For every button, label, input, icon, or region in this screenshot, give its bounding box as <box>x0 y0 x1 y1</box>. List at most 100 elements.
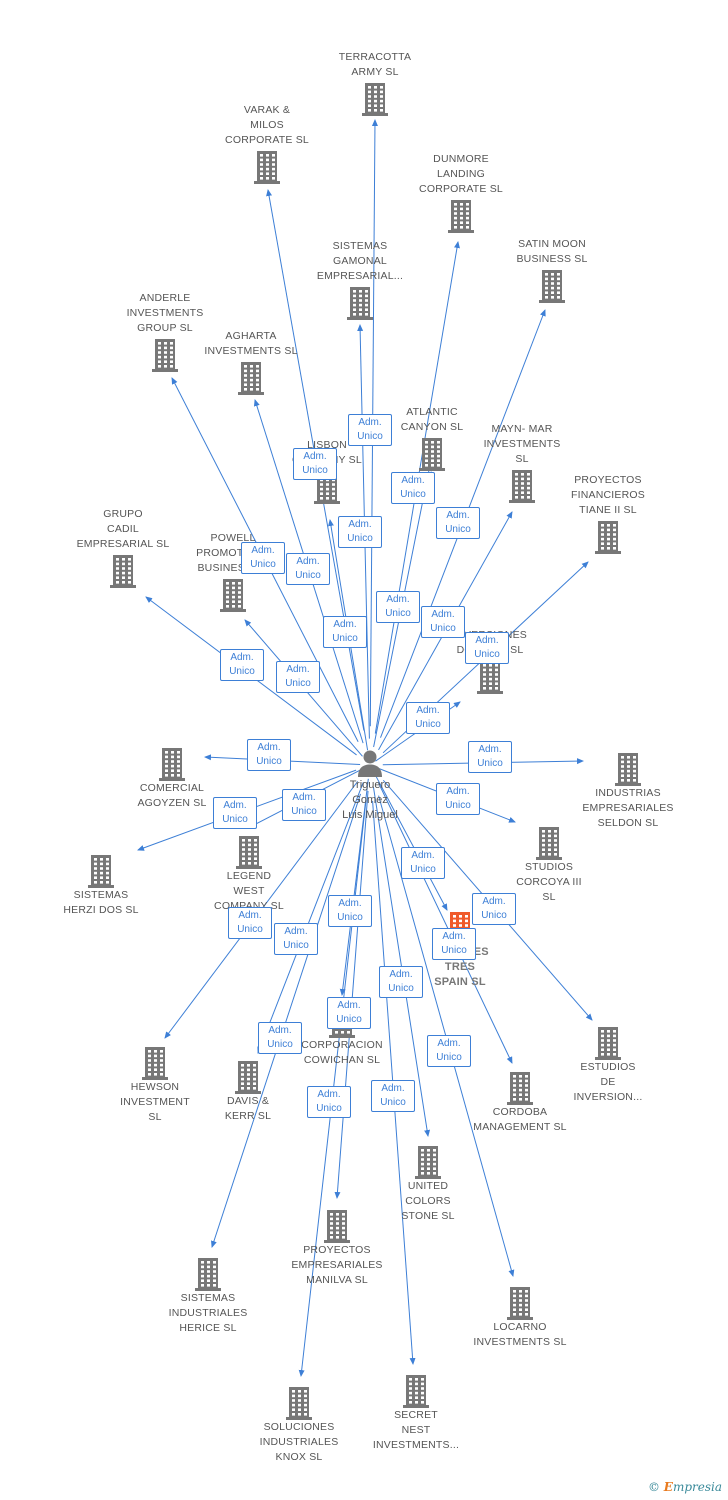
role-badge-powell[interactable]: Adm.Unico <box>276 661 320 693</box>
role-badge-atlantic[interactable]: Adm.Unico <box>376 591 420 623</box>
role-badge-anderle[interactable]: Adm.Unico <box>241 542 285 574</box>
building-icon <box>152 339 178 372</box>
role-badge-text: Adm. <box>482 896 506 907</box>
company-label-line: TRES <box>444 961 476 973</box>
role-badge-davis[interactable]: Adm.Unico <box>274 923 318 955</box>
building-icon <box>536 827 562 860</box>
role-badge-text: Adm. <box>358 417 382 428</box>
role-badge-text: Adm. <box>411 850 435 861</box>
role-badge-cadil[interactable]: Adm.Unico <box>220 649 264 681</box>
role-badge-text: Adm. <box>475 635 499 646</box>
company-label-line: HERZI DOS SL <box>63 904 139 916</box>
role-badge-text: Unico <box>316 1103 342 1114</box>
role-badge-inversiones[interactable]: Adm.Unico <box>406 702 450 734</box>
role-badge-varak[interactable]: Adm.Unico <box>293 448 337 480</box>
role-badge-united[interactable]: Adm.Unico <box>379 966 423 998</box>
role-badge-hombres[interactable]: Adm. Unico <box>401 847 445 879</box>
role-badge-text: Adm. <box>338 898 362 909</box>
role-badge-text: Unico <box>256 756 282 767</box>
role-badge-gamonal[interactable]: Adm.Unico <box>338 516 382 548</box>
role-badge-legend[interactable]: Adm.Unico <box>282 789 326 821</box>
role-badge-cordoba[interactable]: Adm.Unico <box>432 928 476 960</box>
role-badge-herzi[interactable]: Adm.Unico <box>213 797 257 829</box>
person-name-line-1: Triguero <box>349 779 391 791</box>
building-icon <box>236 836 262 869</box>
role-badge-estudios[interactable]: Adm. Unico <box>472 893 516 925</box>
edge-manilva <box>334 790 369 1199</box>
role-badge-lisbon[interactable]: Adm.Unico <box>323 616 367 648</box>
role-badge-text: Unico <box>415 719 441 730</box>
company-label-line: INVESTMENTS <box>126 307 204 319</box>
company-label-line: COLORS <box>405 1195 451 1207</box>
footer-brand[interactable]: © Empresia <box>648 1480 722 1494</box>
building-icon <box>509 470 535 503</box>
role-badge-text: Unico <box>430 623 456 634</box>
role-badge-terracotta[interactable]: Adm.Unico <box>348 414 392 446</box>
company-label-line: INVESTMENTS... <box>372 1439 460 1451</box>
role-badge-agharta[interactable]: Adm.Unico <box>286 553 330 585</box>
role-badge-dunmore[interactable]: Adm.Unico <box>391 472 435 504</box>
role-badge-comercial[interactable]: Adm.Unico <box>247 739 291 771</box>
building-icon <box>477 661 503 694</box>
role-badge-text: Unico <box>410 864 436 875</box>
building-icon <box>88 855 114 888</box>
role-badge-herice[interactable]: Adm.Unico <box>258 1022 302 1054</box>
role-badge-satin[interactable]: Adm.Unico <box>436 507 480 539</box>
role-badge-text: Adm. <box>389 969 413 980</box>
company-label-line: WEST <box>233 885 265 897</box>
role-badge-seldon[interactable]: Adm.Unico <box>468 741 512 773</box>
role-badge-manilva[interactable]: Adm.Unico <box>327 997 371 1029</box>
role-badge-maynmar[interactable]: Adm.Unico <box>421 606 465 638</box>
company-label-line: POWELL <box>210 532 256 544</box>
role-badge-text: Unico <box>481 910 507 921</box>
edge-united <box>372 787 431 1137</box>
role-badge-proyfin[interactable]: Adm.Unico <box>465 632 509 664</box>
role-badge-hewson[interactable]: Adm.Unico <box>228 907 272 939</box>
company-label-line: CORPORACION <box>301 1039 383 1051</box>
role-badge-secret[interactable]: Adm.Unico <box>371 1080 415 1112</box>
building-icon <box>238 362 264 395</box>
role-badge-corcoya[interactable]: Adm.Unico <box>436 783 480 815</box>
company-label-line: SPAIN SL <box>434 976 486 988</box>
company-label-line: INVERSION... <box>573 1091 643 1103</box>
role-badge-knox[interactable]: Adm.Unico <box>307 1086 351 1118</box>
role-badge-locarno[interactable]: Adm.Unico <box>427 1035 471 1067</box>
company-node-davis[interactable]: DAVIS &KERR SL <box>188 1060 308 1124</box>
role-badge-cowichan[interactable]: Adm.Unico <box>328 895 372 927</box>
company-label-line: KNOX SL <box>275 1451 323 1463</box>
person-node[interactable]: Triguero Gomez Luis Miguel <box>305 748 435 823</box>
company-label-line: ARMY SL <box>351 66 399 78</box>
